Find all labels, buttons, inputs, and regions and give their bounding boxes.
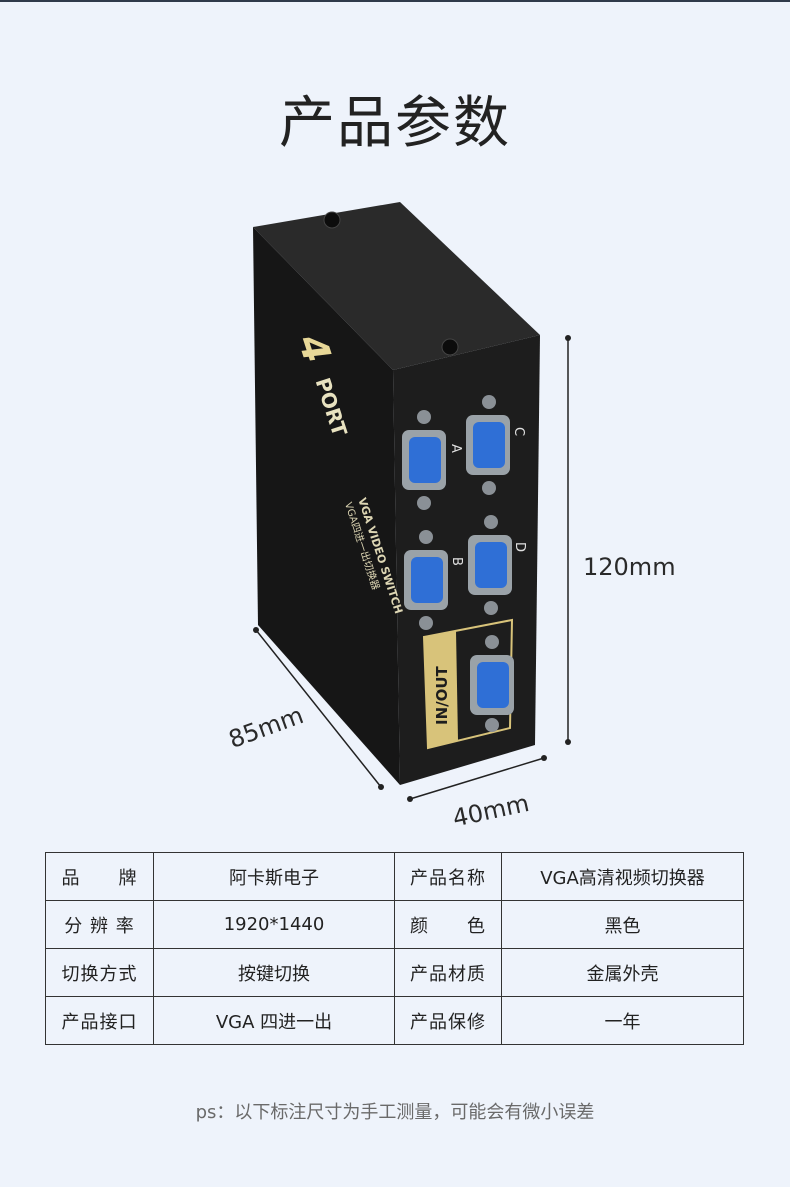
spec-value: VGA 四进一出 <box>153 996 395 1045</box>
spec-value: 按键切换 <box>153 948 395 997</box>
spec-label: 产品名称 <box>394 852 502 901</box>
spec-label: 产品保修 <box>394 996 502 1045</box>
port-label-b: B <box>449 557 464 566</box>
spec-value: 黑色 <box>501 900 744 949</box>
spec-value: VGA高清视频切换器 <box>501 852 744 901</box>
product-figure: 4 PORT VGA VIDEO SWITCH VGA四进一出切换器 IN/OU… <box>225 202 676 833</box>
top-border <box>0 0 790 2</box>
spec-value: 阿卡斯电子 <box>153 852 395 901</box>
device-side-face <box>253 227 400 785</box>
spec-value: 金属外壳 <box>501 948 744 997</box>
dim-width-label: 40mm <box>450 789 531 832</box>
table-row: 品 牌 阿卡斯电子 产品名称 VGA高清视频切换器 <box>45 852 744 901</box>
spec-label: 品 牌 <box>45 852 154 901</box>
dim-line-depth <box>255 629 382 788</box>
table-row: 产品接口 VGA 四进一出 产品保修 一年 <box>45 996 744 1045</box>
dim-height-label: 120mm <box>583 553 676 581</box>
top-screw-1 <box>323 211 341 229</box>
inout-label: IN/OUT <box>433 665 451 725</box>
inout-frame <box>422 618 514 750</box>
vga-port-a <box>402 410 446 510</box>
page-title: 产品参数 <box>279 91 511 156</box>
port-label-d: D <box>512 542 527 552</box>
vga-port-c <box>466 395 510 495</box>
vga-port-b <box>404 530 448 630</box>
spec-label: 产品材质 <box>394 948 502 997</box>
spec-label: 切换方式 <box>45 948 154 997</box>
spec-label: 颜 色 <box>394 900 502 949</box>
spec-value: 1920*1440 <box>153 900 395 949</box>
top-screw-2 <box>441 338 459 356</box>
table-row: 分 辨 率 1920*1440 颜 色 黑色 <box>45 900 744 949</box>
vga-port-d <box>468 515 512 615</box>
table-row: 切换方式 按键切换 产品材质 金属外壳 <box>45 948 744 997</box>
port-label-a: A <box>448 444 463 453</box>
device-top-face <box>253 202 540 370</box>
dim-depth-label: 85mm <box>225 701 307 754</box>
measurement-note: ps：以下标注尺寸为手工测量，可能会有微小误差 <box>195 1102 595 1123</box>
vga-port-out <box>470 635 514 732</box>
spec-label: 分 辨 率 <box>45 900 154 949</box>
spec-table: 品 牌 阿卡斯电子 产品名称 VGA高清视频切换器 分 辨 率 1920*144… <box>45 852 744 1045</box>
port-label-c: C <box>511 427 526 436</box>
spec-label: 产品接口 <box>45 996 154 1045</box>
dim-line-width <box>409 757 545 800</box>
inout-label-bg <box>424 631 458 748</box>
spec-value: 一年 <box>501 996 744 1045</box>
